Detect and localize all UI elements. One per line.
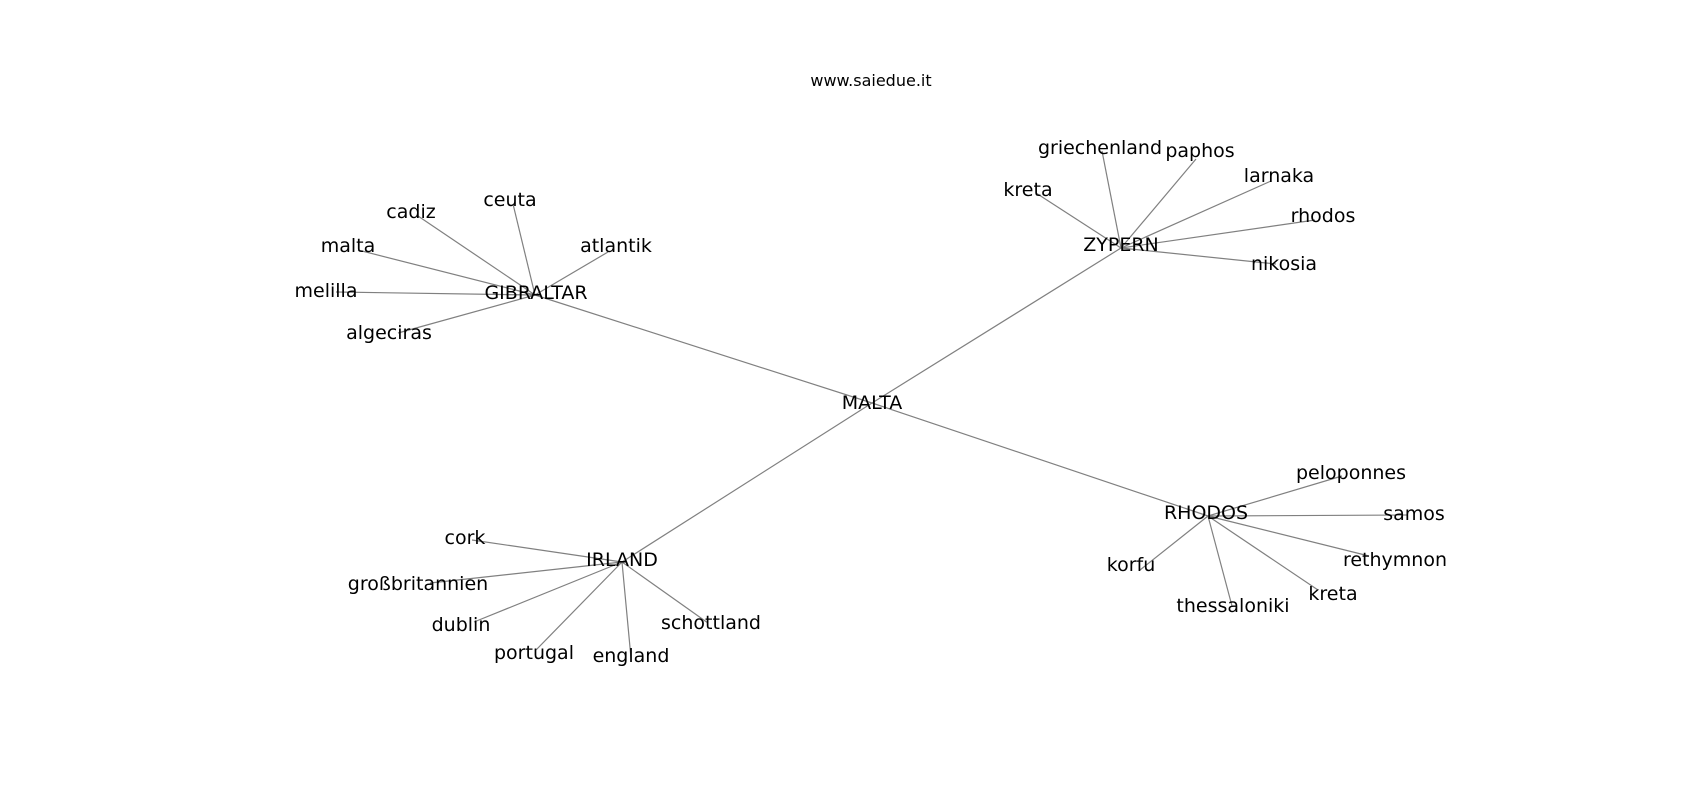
edge-gibraltar-cadiz: [417, 215, 536, 296]
edge-irland-england: [621, 561, 632, 659]
node-irland-grossbritannien: großbritannien: [348, 573, 488, 595]
node-gibraltar-algeciras: algeciras: [346, 322, 432, 344]
node-gibraltar-malta: malta: [321, 235, 376, 257]
edge-malta-zypern: [871, 247, 1122, 404]
node-rhodos-kreta: kreta: [1308, 583, 1357, 605]
node-rhodos-thessaloniki: thessaloniki: [1176, 595, 1289, 617]
edge-irland-schottland: [621, 561, 709, 624]
node-zypern-griechenland: griechenland: [1038, 137, 1162, 159]
node-gibraltar-ceuta: ceuta: [483, 189, 536, 211]
node-hub-rhodos: RHODOS: [1164, 502, 1248, 524]
edge-malta-rhodos: [871, 402, 1209, 517]
edge-gibraltar-melilla: [335, 291, 536, 296]
edge-zypern-griechenland: [1101, 150, 1122, 249]
edge-rhodos-korfu: [1139, 515, 1209, 571]
node-irland-dublin: dublin: [432, 614, 491, 636]
node-rhodos-rethymnon: rethymnon: [1343, 549, 1447, 571]
node-zypern-kreta: kreta: [1003, 179, 1052, 201]
node-gibraltar-cadiz: cadiz: [386, 201, 435, 223]
node-gibraltar-atlantik: atlantik: [580, 235, 652, 257]
edge-gibraltar-ceuta: [512, 203, 536, 296]
node-hub-zypern: ZYPERN: [1083, 234, 1159, 256]
edge-zypern-kreta: [1035, 192, 1122, 249]
edge-zypern-rhodos: [1120, 219, 1316, 249]
labels-layer: MALTA GIBRALTAR cadiz ceuta atlantik malta mel…: [295, 137, 1448, 667]
edge-malta-irland: [621, 402, 873, 563]
node-malta-center: MALTA: [842, 392, 903, 414]
node-zypern-rhodos: rhodos: [1291, 205, 1356, 227]
edges-layer: [335, 150, 1408, 659]
edge-rhodos-thessaloniki: [1207, 515, 1233, 607]
edge-zypern-nikosia: [1120, 247, 1277, 265]
edge-irland-grossbritannien: [429, 561, 623, 584]
node-rhodos-peloponnes: peloponnes: [1296, 462, 1406, 484]
edge-gibraltar-atlantik: [534, 251, 609, 296]
edge-rhodos-kreta: [1207, 515, 1319, 591]
node-hub-irland: IRLAND: [586, 549, 658, 571]
edge-zypern-paphos: [1120, 158, 1197, 249]
node-irland-cork: cork: [445, 527, 486, 549]
edge-zypern-larnaka: [1120, 180, 1272, 249]
edge-irland-portugal: [535, 561, 623, 651]
edge-rhodos-samos: [1207, 514, 1408, 517]
node-gibraltar-melilla: melilla: [295, 280, 358, 302]
node-rhodos-samos: samos: [1383, 503, 1445, 525]
node-hub-gibraltar: GIBRALTAR: [484, 282, 587, 304]
edge-irland-cork: [471, 539, 623, 563]
node-zypern-nikosia: nikosia: [1251, 253, 1317, 275]
node-irland-portugal: portugal: [494, 642, 574, 664]
edge-gibraltar-malta: [357, 249, 536, 296]
node-irland-england: england: [593, 645, 670, 667]
edge-rhodos-rethymnon: [1207, 515, 1370, 557]
node-zypern-larnaka: larnaka: [1244, 165, 1314, 187]
node-rhodos-korfu: korfu: [1107, 554, 1156, 576]
edge-malta-gibraltar: [534, 294, 873, 404]
edge-gibraltar-algeciras: [397, 294, 536, 334]
node-zypern-paphos: paphos: [1165, 140, 1234, 162]
edge-irland-dublin: [473, 561, 623, 623]
edge-rhodos-peloponnes: [1207, 475, 1343, 517]
node-irland-schottland: schottland: [661, 612, 761, 634]
watermark-title: www.saiedue.it: [810, 71, 932, 90]
